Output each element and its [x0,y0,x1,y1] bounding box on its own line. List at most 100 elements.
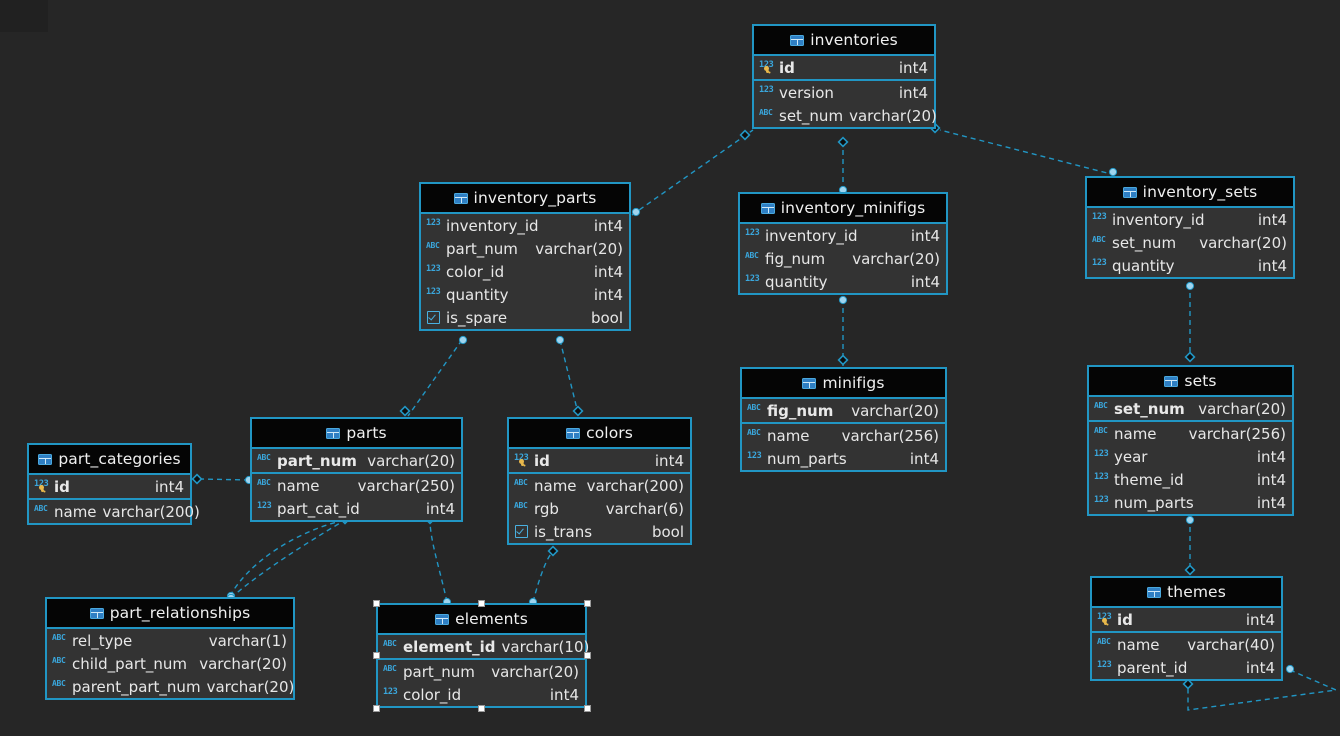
selection-handle[interactable] [372,704,380,712]
selection-handle[interactable] [372,652,380,659]
table-node[interactable]: minifigsfig_numvarchar(20)namevarchar(25… [740,367,947,472]
numeric-type-icon [426,218,443,233]
table-header[interactable]: inventories [754,26,934,56]
selection-handle[interactable] [583,599,591,607]
relationship-line[interactable] [559,339,579,414]
column-name: color_id [446,262,505,281]
table-node[interactable]: setsset_numvarchar(20)namevarchar(256)ye… [1087,365,1294,516]
relationship-line[interactable] [230,519,346,599]
column-type: int4 [593,262,623,281]
relationship-line[interactable] [631,129,754,216]
table-node[interactable]: inventory_setsinventory_idint4set_numvar… [1085,176,1295,279]
table-header[interactable]: part_relationships [47,599,293,629]
column-name: color_id [403,685,462,704]
table-node[interactable]: elementselement_idvarchar(10)part_numvar… [376,603,589,708]
selection-handle[interactable] [478,599,485,607]
selection-handle[interactable] [372,599,380,607]
table-icon [453,192,468,204]
table-node[interactable]: inventory_partsinventory_idint4part_numv… [419,182,631,331]
table-node[interactable]: inventory_minifigsinventory_idint4fig_nu… [738,192,948,295]
table-header[interactable]: part_categories [29,445,190,475]
relationship-one-marker [547,545,559,557]
table-name: themes [1167,583,1226,601]
table-icon [1122,186,1137,198]
text-type-icon [1092,235,1109,250]
relationship-line[interactable] [229,519,346,597]
numeric-type-icon [383,687,400,702]
selection-handle[interactable] [478,704,485,712]
selection-handle[interactable] [583,704,591,712]
table-header[interactable]: parts [252,419,461,449]
table-header[interactable]: elements [378,605,585,635]
table-header[interactable]: sets [1089,367,1292,397]
table-header[interactable]: minifigs [742,369,945,399]
table-node[interactable]: part_categoriesidint4namevarchar(200) [27,443,200,525]
table-node[interactable]: part_relationshipsrel_typevarchar(1)chil… [45,597,295,700]
relationship-line[interactable] [407,339,463,417]
table-node[interactable]: inventoriesidint4versionint4set_numvarch… [752,24,937,129]
table-header[interactable]: themes [1092,578,1281,608]
relationship-line[interactable] [939,129,1116,176]
table-node[interactable]: colorsidint4namevarchar(200)rgbvarchar(6… [507,417,692,545]
table-icon [326,427,341,439]
relationship-line[interactable] [429,519,448,603]
text-type-icon [745,251,762,266]
column-row[interactable]: color_id int4 [421,260,629,283]
relationship-many-marker [838,295,848,305]
table-header[interactable]: inventory_minifigs [740,194,946,224]
relationship-line[interactable] [199,478,250,481]
boolean-type-icon [426,310,443,325]
column-type: int4 [898,83,928,102]
table-header[interactable]: inventory_parts [421,184,629,214]
numeric-type-icon [1094,472,1111,487]
table-header[interactable]: colors [509,419,690,449]
table-node[interactable]: partspart_numvarchar(20)namevarchar(250)… [250,417,463,522]
column-group: inventory_idint4fig_numvarchar(20)quanti… [740,224,946,293]
selection-handle[interactable] [583,652,591,659]
relationship-line[interactable] [532,551,554,603]
table-header[interactable]: inventory_sets [1087,178,1293,208]
table-icon [1147,586,1162,598]
